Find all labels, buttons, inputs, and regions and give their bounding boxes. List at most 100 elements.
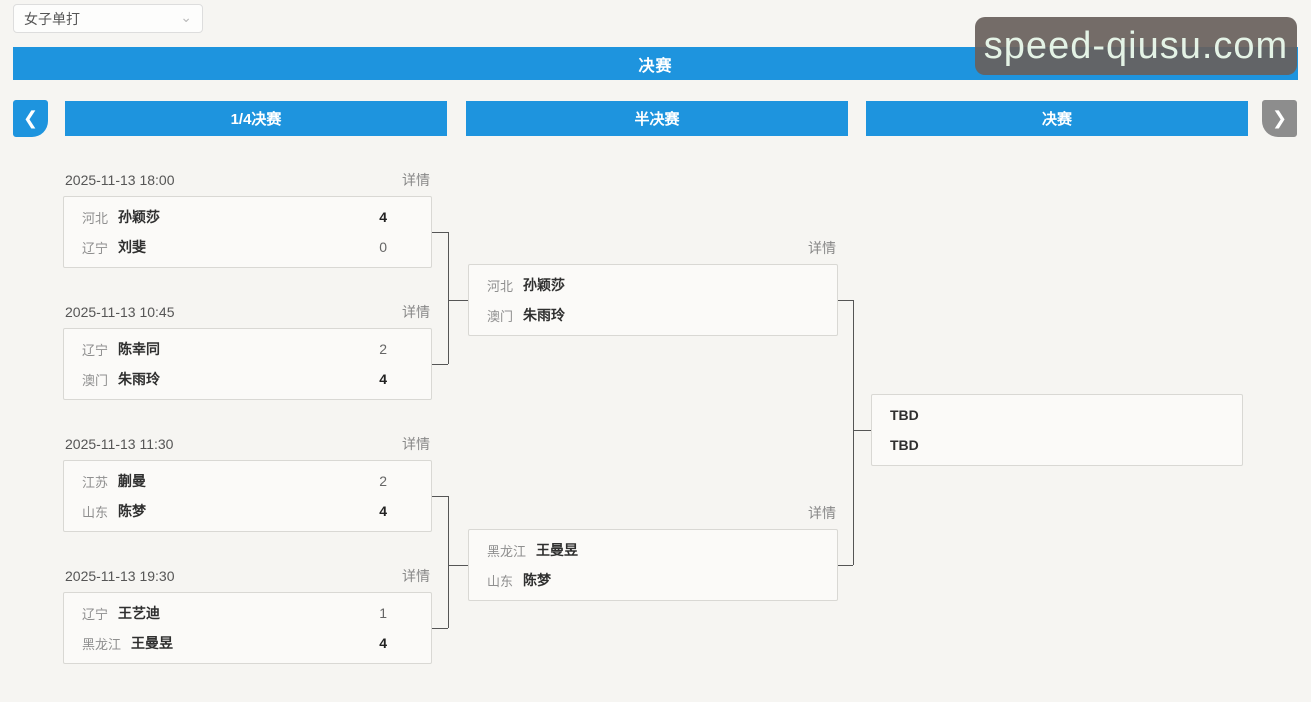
match-datetime: 2025-11-13 19:30 — [65, 568, 175, 584]
match-box[interactable]: 江苏 蒯曼 2 山东 陈梦 4 — [63, 460, 432, 532]
player-region: 江苏 — [82, 474, 109, 490]
details-link[interactable]: 详情 — [402, 436, 430, 452]
bracket-connector — [853, 430, 871, 431]
details-link[interactable]: 详情 — [402, 568, 430, 584]
player-row: 澳门 朱雨玲 — [469, 300, 837, 330]
player-name: 孙颖莎 — [523, 277, 566, 293]
player-score: 4 — [379, 635, 387, 651]
match-meta: 详情 — [468, 505, 838, 521]
bracket-connector — [448, 300, 468, 301]
match-box[interactable]: 黑龙江 王曼昱 山东 陈梦 — [468, 529, 838, 601]
match-datetime: 2025-11-13 11:30 — [65, 436, 174, 452]
match-qf1: 2025-11-13 18:00 详情 河北 孙颖莎 4 辽宁 刘斐 0 — [63, 172, 432, 268]
player-region: 河北 — [487, 278, 514, 294]
details-link[interactable]: 详情 — [402, 172, 430, 188]
player-name: 刘斐 — [118, 239, 147, 255]
bracket-connector — [448, 496, 449, 628]
chevron-right-icon: ❯ — [1271, 108, 1288, 128]
player-row: TBD — [872, 430, 1242, 460]
match-final: TBD TBD — [871, 394, 1243, 466]
player-name: TBD — [890, 407, 919, 423]
player-row: 澳门 朱雨玲 4 — [64, 364, 431, 394]
match-meta: 2025-11-13 19:30 详情 — [63, 568, 432, 584]
player-row: 黑龙江 王曼昱 — [469, 535, 837, 565]
bracket-connector — [838, 300, 853, 301]
player-region: 山东 — [82, 504, 109, 520]
match-datetime: 2025-11-13 10:45 — [65, 304, 175, 320]
match-meta: 2025-11-13 10:45 详情 — [63, 304, 432, 320]
bracket-connector — [432, 628, 448, 629]
player-region: 辽宁 — [82, 240, 109, 256]
player-row: 山东 陈梦 — [469, 565, 837, 595]
bracket-connector — [432, 232, 448, 233]
player-region: 河北 — [82, 210, 109, 226]
match-qf4: 2025-11-13 19:30 详情 辽宁 王艺迪 1 黑龙江 王曼昱 4 — [63, 568, 432, 664]
player-name: 朱雨玲 — [523, 307, 566, 323]
details-link[interactable]: 详情 — [402, 304, 430, 320]
bracket-connector — [448, 232, 449, 364]
player-score: 4 — [379, 371, 387, 387]
round-header-semifinals: 半决赛 — [466, 101, 848, 136]
player-region: 山东 — [487, 573, 514, 589]
player-score: 2 — [379, 473, 387, 489]
player-name: 陈梦 — [523, 572, 552, 588]
player-score: 4 — [379, 209, 387, 225]
player-name: 陈幸同 — [118, 341, 161, 357]
player-row: 辽宁 陈幸同 2 — [64, 334, 431, 364]
player-row: TBD — [872, 400, 1242, 430]
match-box[interactable]: 河北 孙颖莎 澳门 朱雨玲 — [468, 264, 838, 336]
bracket-connector — [448, 565, 468, 566]
player-score: 4 — [379, 503, 387, 519]
bracket-connector — [838, 565, 853, 566]
player-row: 黑龙江 王曼昱 4 — [64, 628, 431, 658]
player-score: 0 — [379, 239, 387, 255]
player-region: 辽宁 — [82, 606, 109, 622]
match-box[interactable]: TBD TBD — [871, 394, 1243, 466]
player-name: 王艺迪 — [118, 605, 161, 621]
watermark-badge: speed-qiusu.com — [975, 17, 1297, 75]
player-name: 陈梦 — [118, 503, 147, 519]
match-sf1: 详情 河北 孙颖莎 澳门 朱雨玲 — [468, 240, 838, 336]
round-header-quarterfinals: 1/4决赛 — [65, 101, 447, 136]
match-datetime: 2025-11-13 18:00 — [65, 172, 175, 188]
category-select-value: 女子单打 — [24, 10, 80, 27]
player-name: 王曼昱 — [131, 635, 174, 651]
round-header-label: 半决赛 — [634, 111, 680, 128]
player-row: 河北 孙颖莎 — [469, 270, 837, 300]
player-region: 黑龙江 — [82, 636, 122, 652]
player-score: 1 — [379, 605, 387, 621]
match-box[interactable]: 辽宁 王艺迪 1 黑龙江 王曼昱 4 — [63, 592, 432, 664]
stage-banner-title: 决赛 — [638, 57, 673, 75]
next-round-button[interactable]: ❯ — [1262, 100, 1297, 137]
match-meta: 2025-11-13 11:30 详情 — [63, 436, 432, 452]
match-qf3: 2025-11-13 11:30 详情 江苏 蒯曼 2 山东 陈梦 4 — [63, 436, 432, 532]
player-row: 江苏 蒯曼 2 — [64, 466, 431, 496]
details-link[interactable]: 详情 — [808, 240, 836, 256]
player-row: 辽宁 王艺迪 1 — [64, 598, 431, 628]
player-name: 朱雨玲 — [118, 371, 161, 387]
match-meta: 2025-11-13 18:00 详情 — [63, 172, 432, 188]
details-link[interactable]: 详情 — [808, 505, 836, 521]
bracket-connector — [853, 300, 854, 565]
match-box[interactable]: 河北 孙颖莎 4 辽宁 刘斐 0 — [63, 196, 432, 268]
player-row: 河北 孙颖莎 4 — [64, 202, 431, 232]
category-select[interactable]: 女子单打 ⌄ — [13, 4, 203, 33]
chevron-left-icon: ❮ — [22, 108, 39, 128]
bracket-connector — [432, 364, 448, 365]
watermark-text: speed-qiusu.com — [983, 24, 1289, 67]
match-meta: 详情 — [468, 240, 838, 256]
match-sf2: 详情 黑龙江 王曼昱 山东 陈梦 — [468, 505, 838, 601]
player-score: 2 — [379, 341, 387, 357]
player-name: TBD — [890, 437, 919, 453]
prev-round-button[interactable]: ❮ — [13, 100, 48, 137]
player-row: 辽宁 刘斐 0 — [64, 232, 431, 262]
chevron-down-icon: ⌄ — [180, 8, 192, 25]
player-region: 澳门 — [82, 372, 109, 388]
match-box[interactable]: 辽宁 陈幸同 2 澳门 朱雨玲 4 — [63, 328, 432, 400]
round-header-label: 决赛 — [1041, 111, 1072, 128]
bracket-connector — [432, 496, 448, 497]
player-row: 山东 陈梦 4 — [64, 496, 431, 526]
player-region: 辽宁 — [82, 342, 109, 358]
player-name: 孙颖莎 — [118, 209, 161, 225]
